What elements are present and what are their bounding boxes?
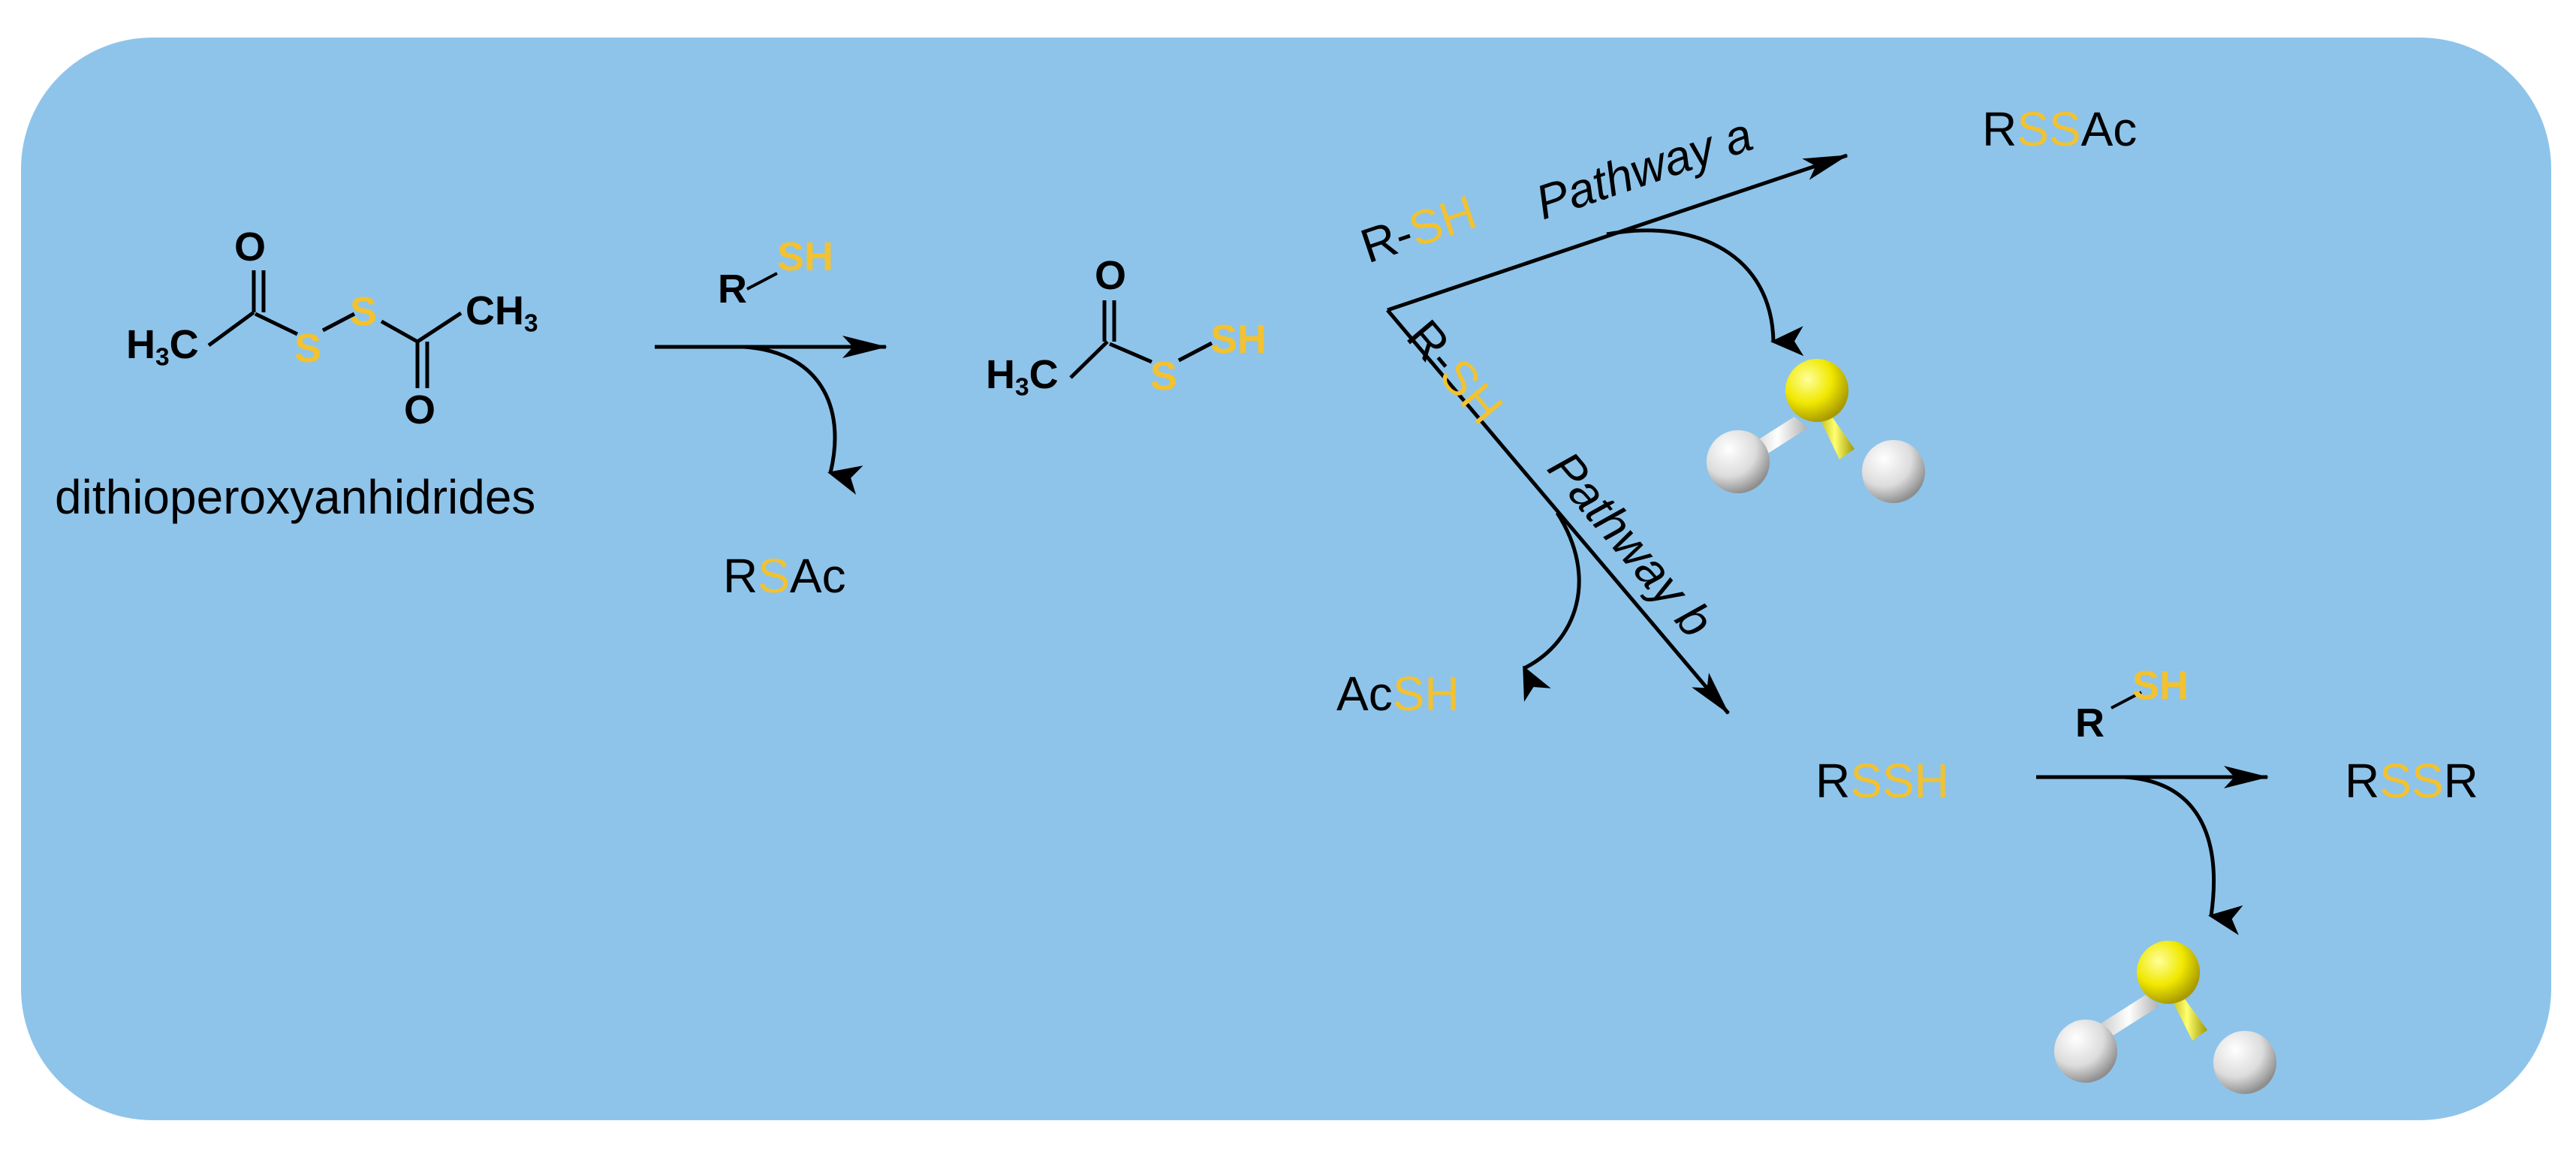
curved-arrow-final xyxy=(2123,775,2243,936)
start-ch3-label: CH3 xyxy=(465,288,538,338)
reagent2-sh: SH xyxy=(2132,663,2189,708)
start-structure-bonds xyxy=(207,270,462,388)
byproduct-rsac: RSAc xyxy=(723,549,846,603)
curved-arrow-a xyxy=(1606,228,1804,357)
h2s-molecule-icon xyxy=(1707,359,1925,503)
intermediate-sh: SH xyxy=(1210,317,1267,362)
curved-arrow-b xyxy=(1523,511,1581,702)
intermediate-o: O xyxy=(1095,253,1127,298)
curved-arrow-1 xyxy=(743,345,863,495)
start-h3c-label: H3C xyxy=(126,322,199,372)
start-o-top: O xyxy=(234,224,267,270)
pathway-b-arrow xyxy=(1386,309,1730,715)
intermediate-bonds xyxy=(1069,300,1213,379)
start-o-bottom: O xyxy=(404,387,436,432)
reagent2-r: R xyxy=(2075,701,2104,746)
byproduct-acsh: AcSH xyxy=(1336,667,1460,721)
reagent1-r: R xyxy=(718,267,747,312)
start-s1: S xyxy=(294,326,322,371)
h2s-molecule-icon-2 xyxy=(2054,941,2276,1094)
product-rssac: RSSAc xyxy=(1982,102,2138,156)
reagent1-sh: SH xyxy=(777,234,834,279)
product-rssh: RSSH xyxy=(1815,754,1949,808)
start-s2: S xyxy=(350,289,378,334)
background-panel xyxy=(21,38,2551,1120)
start-name: dithioperoxyanhidrides xyxy=(55,470,536,524)
reagent2-bond xyxy=(2111,691,2142,710)
intermediate-h3c-label: H3C xyxy=(986,352,1059,402)
reagent1-bond xyxy=(746,272,778,291)
final-rssr: RSSR xyxy=(2345,754,2478,808)
intermediate-s: S xyxy=(1150,354,1178,399)
